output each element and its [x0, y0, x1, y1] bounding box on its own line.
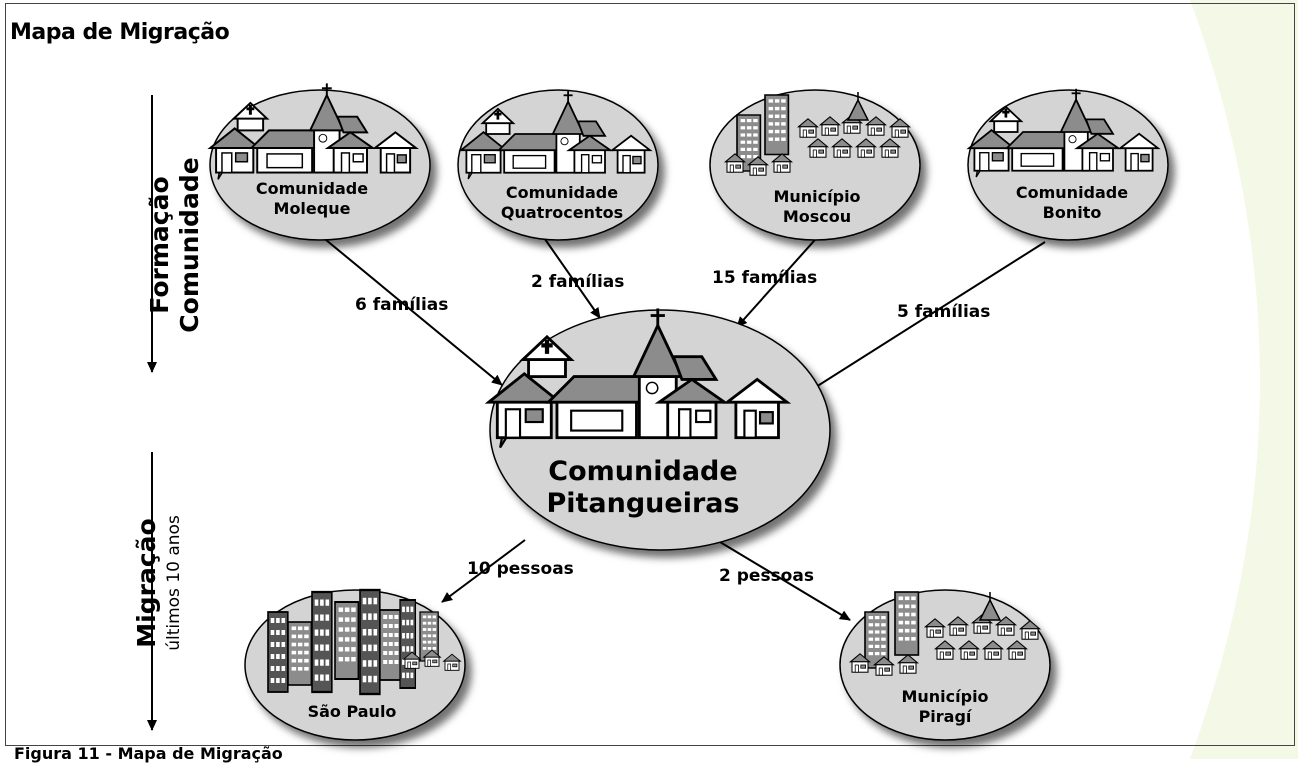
node-bonito-line1: Comunidade [1016, 183, 1128, 202]
flow-label-bonito: 5 famílias [897, 302, 990, 322]
node-pitangueiras: Comunidade Pitangueiras [489, 308, 831, 551]
node-moscou-line2: Moscou [783, 207, 851, 226]
node-moleque: Comunidade Moleque [208, 81, 431, 241]
flow-label-piragi: 2 pessoas [719, 566, 814, 586]
flow-arrow-saopaulo [441, 539, 526, 603]
node-bonito: Comunidade Bonito [967, 87, 1169, 241]
flow-arrow-quatrocentos [539, 231, 601, 319]
node-piragi-line2: Piragí [919, 707, 973, 726]
node-pitangueiras-line2: Pitangueiras [546, 488, 739, 519]
flow-arrow-bonito [807, 241, 1046, 393]
flow-arrow-moleque [319, 234, 503, 386]
node-quatrocentos-line2: Quatrocentos [501, 203, 623, 222]
node-quatrocentos: Comunidade Quatrocentos [457, 89, 659, 241]
flow-label-moscou: 15 famílias [712, 268, 817, 288]
node-moleque-line1: Comunidade [256, 179, 368, 198]
figure-caption: Figura 11 - Mapa de Migração [14, 744, 283, 763]
flow-label-moleque: 6 famílias [355, 295, 448, 315]
node-piragi: Município Piragí [839, 589, 1051, 741]
node-quatrocentos-line1: Comunidade [506, 183, 618, 202]
city-icon [849, 591, 1041, 676]
city-icon [724, 92, 911, 176]
node-moscou: Município Moscou [709, 89, 921, 241]
figure-frame [5, 3, 1295, 746]
node-saopaulo: São Paulo [244, 588, 466, 741]
flow-arrow-piragi [704, 532, 851, 621]
node-saopaulo-line1: São Paulo [308, 702, 397, 721]
page-title: Mapa de Migração [10, 20, 230, 45]
flow-label-quatrocentos: 2 famílias [531, 272, 624, 292]
flow-arrow-moscou [736, 231, 823, 328]
flow-label-saopaulo: 10 pessoas [467, 559, 574, 579]
node-piragi-line1: Município [901, 687, 988, 706]
node-pitangueiras-line1: Comunidade [548, 456, 737, 487]
node-moscou-line1: Município [773, 187, 860, 206]
node-moleque-line2: Moleque [274, 199, 351, 218]
node-bonito-line2: Bonito [1043, 203, 1102, 222]
